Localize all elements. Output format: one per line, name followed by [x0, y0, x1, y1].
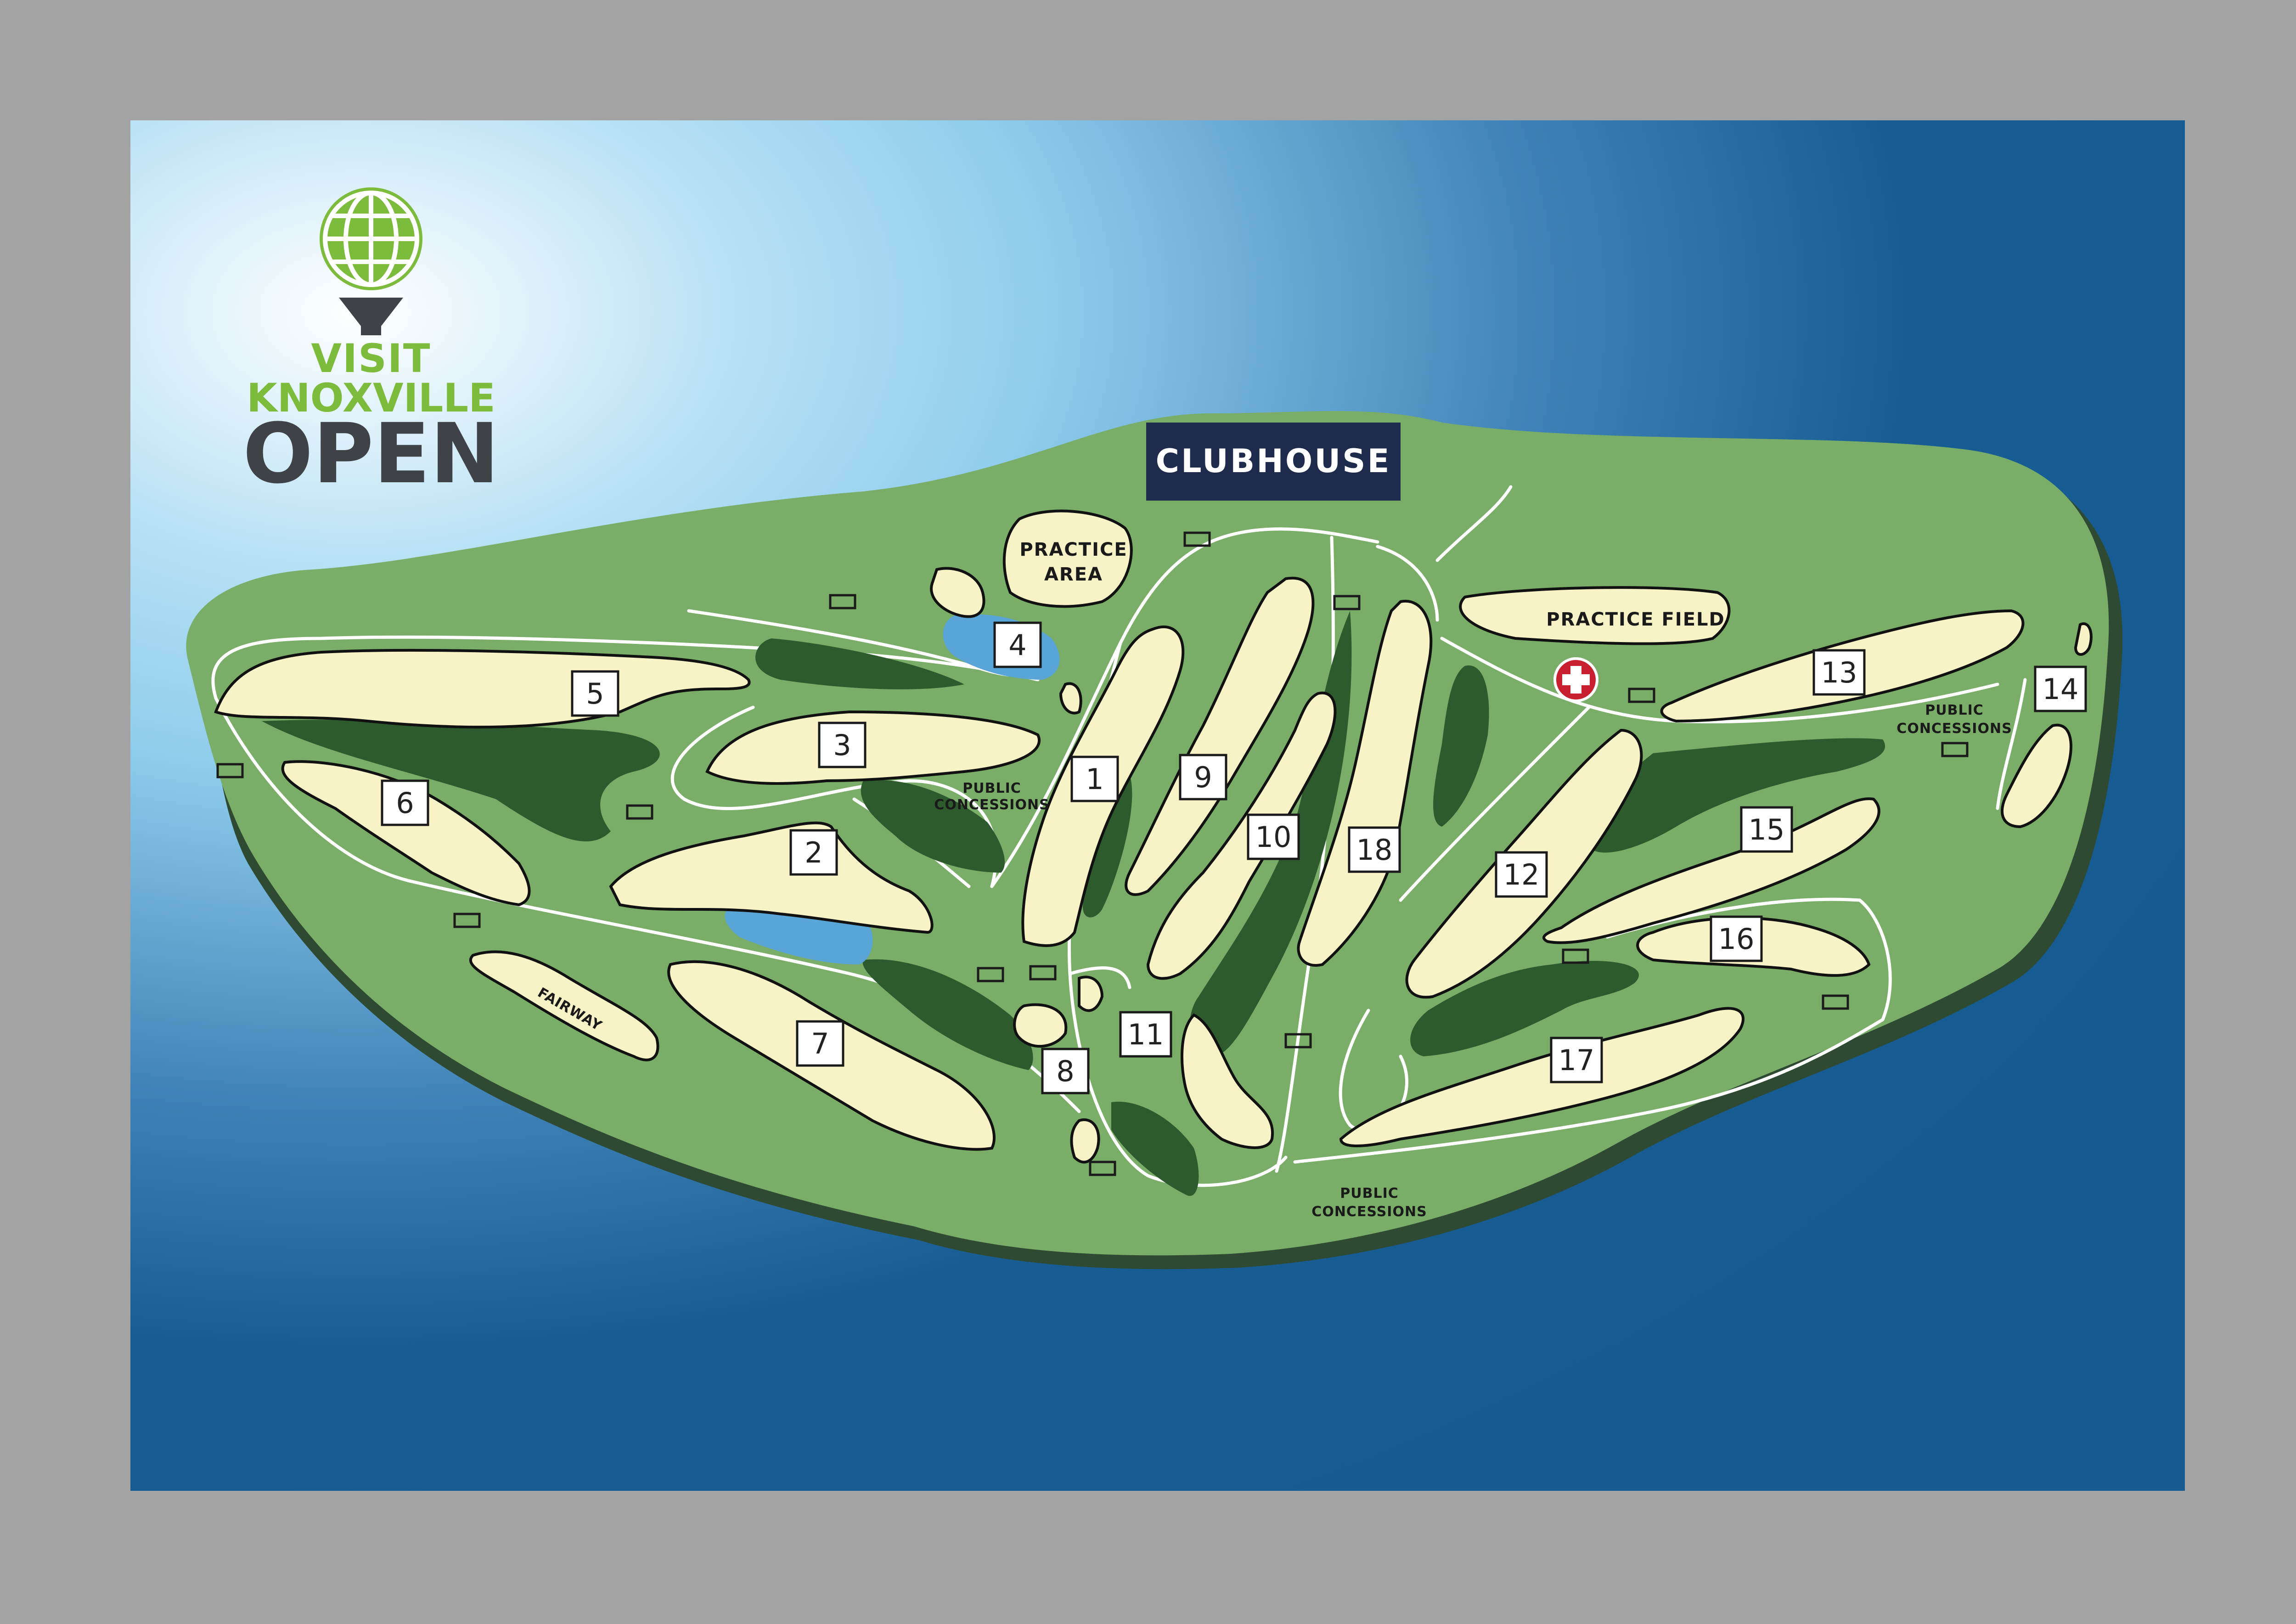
hole-13-marker[interactable]: 13 [1812, 649, 1866, 696]
trees-rough [262, 611, 1885, 1196]
hole-5-marker[interactable]: 5 [571, 670, 619, 717]
practice-zones [930, 509, 1731, 645]
hole-1-number: 1 [1086, 762, 1103, 796]
concessions-b-line2: CONCESSIONS [1896, 721, 2012, 737]
hole-8-number: 8 [1056, 1054, 1074, 1088]
logo-line-knoxville: KNOXVILLE [247, 375, 495, 421]
event-logo: VISIT KNOXVILLE OPEN [243, 187, 500, 502]
hole-1-marker[interactable]: 1 [1070, 756, 1119, 802]
hole-15-marker[interactable]: 15 [1740, 806, 1793, 853]
hole-3-number: 3 [833, 728, 851, 762]
concessions-b-line1: PUBLIC [1925, 702, 1984, 718]
logo-line-open: OPEN [243, 406, 500, 502]
practice-field-label: PRACTICE FIELD [1546, 609, 1725, 630]
hole-10-marker[interactable]: 10 [1247, 813, 1300, 860]
hole-18-number: 18 [1356, 833, 1393, 867]
hole-6-number: 6 [396, 786, 414, 820]
hole-14-marker[interactable]: 14 [2034, 665, 2087, 712]
clubhouse-label: CLUBHOUSE [1156, 442, 1391, 480]
hole-3-marker[interactable]: 3 [818, 722, 867, 768]
hole-8-marker[interactable]: 8 [1041, 1048, 1090, 1094]
facility-markers [216, 531, 1969, 1176]
concessions-a-line1: PUBLIC [962, 780, 1021, 796]
hole-18-marker[interactable]: 18 [1348, 826, 1401, 873]
hole-4-number: 4 [1008, 628, 1026, 662]
hole-13-number: 13 [1821, 656, 1857, 689]
hole-15-number: 15 [1749, 813, 1785, 846]
fairways [214, 576, 2093, 1164]
hole-11-marker[interactable]: 11 [1119, 1011, 1172, 1058]
hole-16-marker[interactable]: 16 [1710, 915, 1763, 962]
hole-9-number: 9 [1194, 761, 1212, 794]
hole-10-number: 10 [1255, 820, 1292, 854]
hole-9-marker[interactable]: 9 [1179, 754, 1227, 801]
concessions-a-line2: CONCESSIONS [934, 797, 1049, 813]
concessions-c-line1: PUBLIC [1340, 1185, 1399, 1201]
hole-17-marker[interactable]: 17 [1550, 1037, 1603, 1083]
golf-ball-globe-on-tee-icon [320, 187, 422, 335]
hole-12-marker[interactable]: 12 [1495, 851, 1548, 898]
hole-4-marker[interactable]: 4 [993, 621, 1042, 668]
hole-2-number: 2 [805, 836, 822, 869]
first-aid-icon[interactable] [1553, 657, 1598, 702]
hole-17-number: 17 [1559, 1043, 1595, 1077]
hole-5-number: 5 [586, 677, 604, 710]
hole-2-marker[interactable]: 2 [789, 829, 838, 876]
practice-area-label-line2: AREA [1044, 564, 1103, 585]
hole-6-marker[interactable]: 6 [381, 779, 429, 826]
hole-7-marker[interactable]: 7 [796, 1020, 844, 1067]
clubhouse-sign[interactable]: CLUBHOUSE [1146, 423, 1401, 501]
hole-markers: 1 2 3 4 5 6 7 8 [381, 621, 2087, 1094]
concessions-c-line2: CONCESSIONS [1311, 1204, 1427, 1220]
hole-14-number: 14 [2043, 672, 2079, 706]
hole-12-number: 12 [1503, 858, 1540, 891]
practice-area-label-line1: PRACTICE [1019, 539, 1127, 560]
hole-16-number: 16 [1718, 922, 1755, 956]
logo-line-visit: VISIT [311, 336, 431, 382]
hole-11-number: 11 [1128, 1018, 1164, 1051]
hole-7-number: 7 [811, 1027, 829, 1060]
